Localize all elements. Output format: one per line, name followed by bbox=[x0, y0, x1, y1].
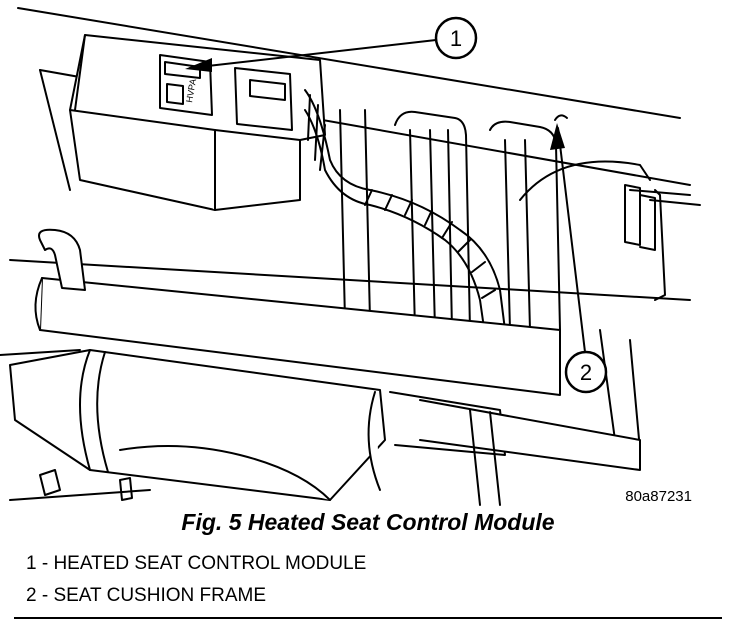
callout-circle-2 bbox=[564, 350, 608, 394]
bottom-divider bbox=[14, 617, 722, 619]
control-module-body bbox=[69, 34, 326, 211]
front-cylinder bbox=[9, 349, 641, 506]
wire-harness bbox=[304, 89, 506, 336]
callout-number-1: 1 bbox=[450, 26, 462, 51]
image-code: 80a87231 bbox=[625, 488, 692, 505]
callout-leaders bbox=[189, 39, 586, 353]
seat-cushion-frame bbox=[339, 109, 666, 451]
floor-brackets bbox=[9, 469, 151, 501]
arrowhead-1 bbox=[185, 58, 212, 72]
callout-number-2: 2 bbox=[580, 360, 592, 385]
figure-caption: Fig. 5 Heated Seat Control Module bbox=[181, 509, 555, 535]
legend-item-control-module: 1 - HEATED SEAT CONTROL MODULE bbox=[26, 553, 367, 574]
module-label: HVPA bbox=[184, 78, 198, 103]
arrowhead-2 bbox=[550, 123, 565, 150]
callout-circle-1 bbox=[434, 16, 478, 60]
cross-tube bbox=[34, 228, 561, 396]
legend-item-cushion-frame: 2 - SEAT CUSHION FRAME bbox=[26, 585, 266, 606]
illustration: 1 2 HVPA 80a87231 bbox=[0, 7, 701, 506]
